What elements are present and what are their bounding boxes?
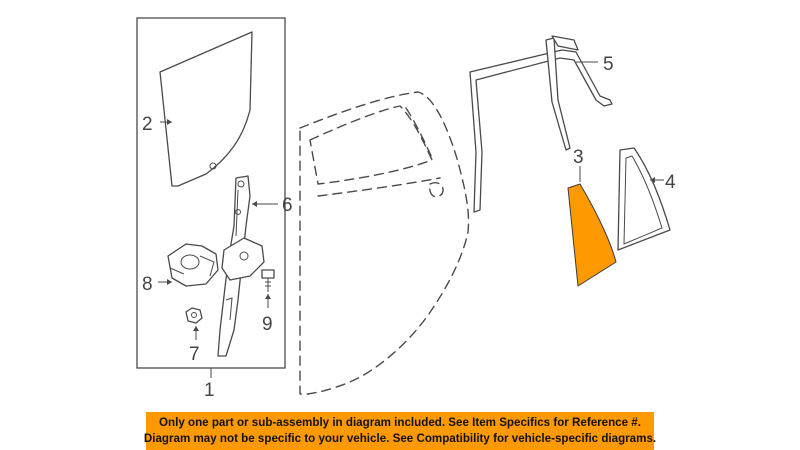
callout-leaders (158, 61, 664, 340)
nut-part (185, 307, 203, 324)
assembly-group-box (136, 17, 286, 378)
callout-2: 2 (142, 114, 153, 135)
door-frame-channel-part (469, 35, 613, 213)
window-motor-part (167, 243, 219, 287)
callout-1: 1 (204, 380, 215, 401)
highlighted-window-trim-part (567, 183, 617, 287)
callout-9: 9 (262, 314, 273, 335)
quarter-glass-seal-part (617, 147, 671, 251)
rear-door-outline (299, 91, 470, 395)
bolt-part (261, 269, 275, 292)
callout-6: 6 (282, 195, 293, 216)
door-glass-part (159, 31, 253, 187)
callout-3: 3 (573, 147, 584, 168)
notice-line-2: Diagram may not be specific to your vehi… (143, 432, 657, 445)
notice-line-1: Only one part or sub-assembly in diagram… (159, 416, 641, 429)
notice-banner: Only one part or sub-assembly in diagram… (143, 412, 657, 450)
callout-4: 4 (665, 172, 676, 193)
window-regulator-part (217, 175, 265, 357)
callout-8: 8 (142, 274, 153, 295)
callout-5: 5 (603, 54, 614, 75)
callout-7: 7 (189, 344, 200, 365)
